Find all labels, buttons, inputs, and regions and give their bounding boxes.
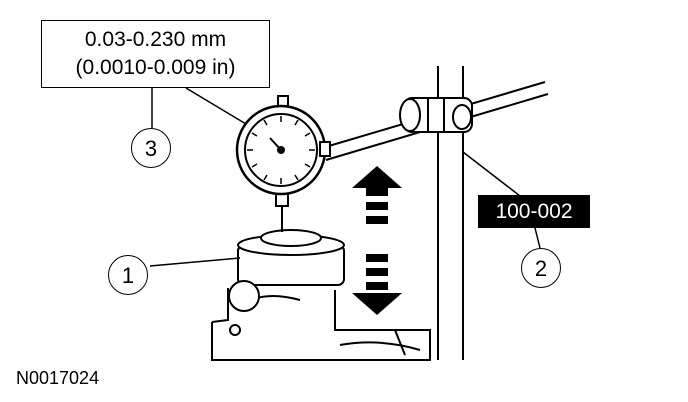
leader-lines bbox=[149, 87, 541, 267]
figure-id: N0017024 bbox=[16, 368, 100, 388]
gear-flange bbox=[228, 229, 345, 312]
spec-imperial: (0.0010-0.009 in) bbox=[75, 56, 236, 79]
callout-3: 3 bbox=[131, 128, 171, 168]
movement-arrow bbox=[352, 166, 402, 315]
specification-box: 0.03-0.230 mm (0.0010-0.009 in) bbox=[41, 20, 270, 88]
callout-1: 1 bbox=[108, 255, 148, 295]
spec-metric: 0.03-0.230 mm bbox=[84, 28, 227, 51]
transmission-housing bbox=[211, 288, 431, 361]
tool-number-label: 100-002 bbox=[478, 195, 590, 228]
dial-indicator bbox=[235, 95, 331, 232]
callout-2: 2 bbox=[521, 248, 561, 288]
dial-scale-ticks bbox=[247, 116, 315, 184]
arm-clamp bbox=[399, 97, 473, 133]
